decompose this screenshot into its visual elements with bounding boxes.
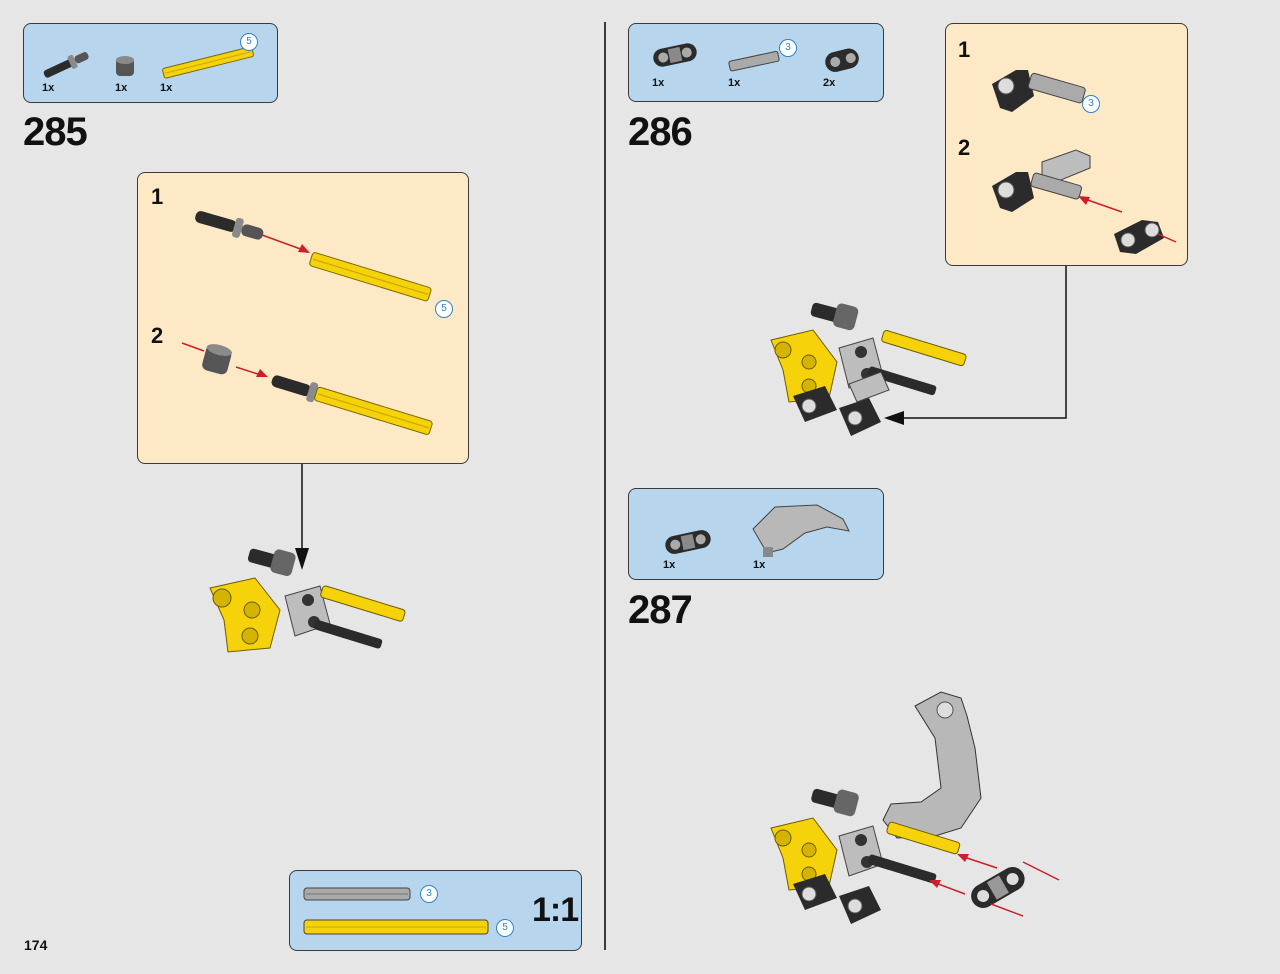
- part-qty: 1x: [663, 559, 676, 571]
- scale-label: 1:1: [532, 891, 579, 929]
- page-number: 174: [24, 937, 48, 953]
- panel-grey-icon: [752, 504, 850, 557]
- axle-grey-scale-icon: [303, 887, 411, 901]
- length-badge: 5: [240, 33, 258, 51]
- length-badge: 5: [435, 300, 453, 318]
- liftarm-axle-icon: [992, 70, 1086, 112]
- assembly-arrow-red: [1078, 196, 1123, 213]
- assembly-arrow-red: [261, 234, 310, 253]
- liftarm-black-icon: [1114, 220, 1177, 254]
- model-assembly-287: [770, 691, 1060, 924]
- model-assembly-286: [770, 302, 967, 436]
- length-badge: 3: [420, 885, 438, 903]
- step287-parts-box: 1x 1x: [628, 488, 884, 580]
- axle-yellow-icon: [309, 252, 432, 302]
- part-qty: 1x: [753, 559, 766, 571]
- sub-step-label: 1: [958, 37, 971, 62]
- part-qty: 2x: [823, 77, 836, 89]
- assembly-arrow-red: [181, 342, 205, 352]
- step285-subassembly-box: 1 5 2: [137, 172, 469, 464]
- part-qty: 1x: [115, 82, 128, 94]
- scale-box: 3 5 1:1: [289, 870, 582, 951]
- callout-arrow: [295, 464, 309, 570]
- step-number: 286: [628, 110, 693, 154]
- step-number: 285: [23, 110, 88, 154]
- part-qty: 1x: [160, 82, 173, 94]
- axle-yellow-icon: [162, 46, 254, 79]
- axle-pin-black-icon: [195, 211, 264, 240]
- sub-step-label: 2: [151, 323, 164, 348]
- page-divider: [604, 22, 606, 950]
- sub-step-label: 2: [958, 135, 971, 160]
- length-badge: 5: [496, 919, 514, 937]
- liftarm-black-icon: [825, 48, 859, 72]
- bush-grey-icon: [202, 344, 232, 375]
- beam-connector-black-icon: [665, 530, 711, 554]
- axle-pin-black-icon: [43, 52, 89, 78]
- model-assembly-285: [209, 548, 406, 653]
- part-qty: 1x: [652, 77, 665, 89]
- callout-arrow: [884, 266, 1067, 425]
- part-qty: 1x: [728, 77, 741, 89]
- part-qty: 1x: [42, 82, 55, 94]
- pin-axle-assembly-icon: [271, 375, 433, 435]
- bush-grey-icon: [116, 56, 134, 76]
- sub-step-label: 1: [151, 184, 164, 209]
- step-number: 287: [628, 588, 693, 632]
- axle-yellow-scale-icon: [303, 919, 489, 935]
- step286-parts-box: 1x 3 1x 2x: [628, 23, 884, 102]
- beam-connector-black-icon: [653, 43, 697, 67]
- axle-grey-icon: [728, 50, 780, 72]
- connector-liftarm-assembly-icon: [992, 149, 1091, 212]
- length-badge: 3: [779, 39, 797, 57]
- assembly-arrow-red: [235, 366, 268, 377]
- step285-parts-box: 1x 1x 5 1x: [23, 23, 278, 103]
- length-badge: 3: [1082, 95, 1100, 113]
- step286-subassembly-box: 1 3 2: [945, 23, 1188, 266]
